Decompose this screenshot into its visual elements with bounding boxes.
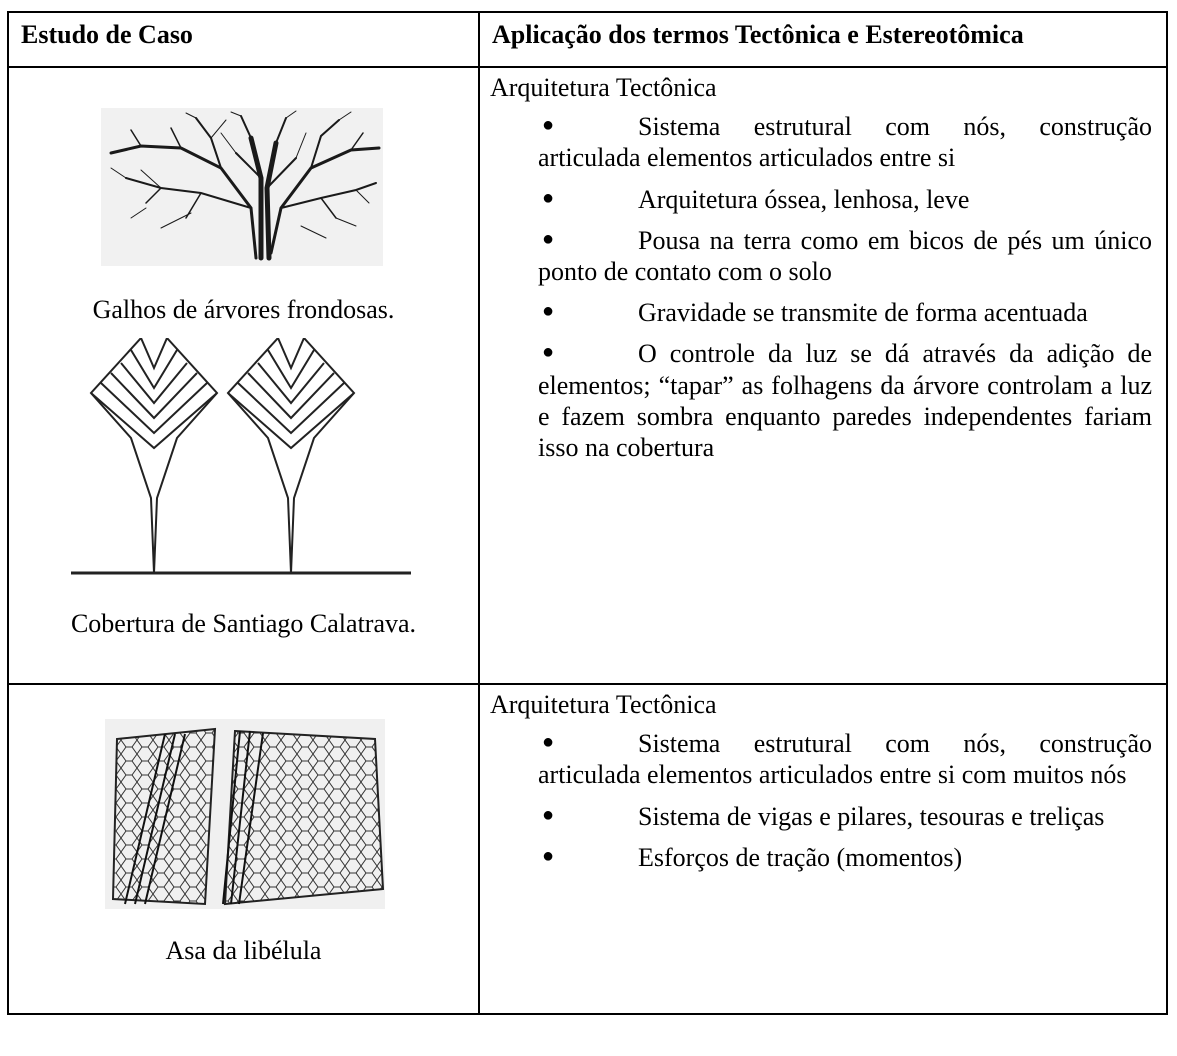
list-item: ●Esforços de tração (momentos) (542, 842, 963, 872)
description-cell: Arquitetura Tectônica ●Sistema estrutura… (478, 683, 1168, 1015)
list-item: ●Gravidade se transmite de forma acentua… (542, 298, 1088, 328)
table-row: Asa da libélula Arquitetura Tectônica ●S… (7, 683, 1168, 1015)
calatrava-roof-illustration (71, 338, 411, 585)
caption-calatrava: Cobertura de Santiago Calatrava. (70, 609, 417, 638)
header-row: Estudo de Caso Aplicação dos termos Tect… (7, 11, 1168, 68)
bullet-icon: ● (542, 300, 555, 323)
case-study-table: Estudo de Caso Aplicação dos termos Tect… (7, 11, 1168, 1015)
list-item: ●Pousa na terra como em bicos de pés um … (538, 225, 1152, 286)
dragonfly-wing-illustration (105, 719, 385, 909)
description-cell: Arquitetura Tectônica ●Sistema estrutura… (478, 66, 1168, 685)
table-row: Galhos de árvores frondosas. Cobertura d… (7, 66, 1168, 685)
caption-tree: Galhos de árvores frondosas. (92, 295, 395, 324)
bullet-icon: ● (542, 731, 555, 754)
list-item: ●Sistema estrutural com nós, construção … (538, 112, 1152, 173)
list-item: ●Arquitetura óssea, lenhosa, leve (542, 184, 970, 214)
bullet-icon: ● (542, 844, 555, 867)
tree-branches-illustration (101, 108, 383, 266)
list-item: ●O controle da luz se dá através da adiç… (538, 339, 1152, 462)
bullet-icon: ● (542, 803, 555, 826)
section-title: Arquitetura Tectônica (490, 73, 717, 102)
case-image-cell: Galhos de árvores frondosas. Cobertura d… (7, 66, 480, 685)
list-item: ●Sistema estrutural com nós, construção … (538, 729, 1152, 790)
header-estudo-de-caso: Estudo de Caso (7, 11, 480, 68)
list-item: ●Sistema de vigas e pilares, tesouras e … (542, 801, 1105, 831)
bullet-icon: ● (542, 227, 555, 250)
bullet-icon: ● (542, 186, 555, 209)
section-title: Arquitetura Tectônica (490, 690, 717, 719)
caption-dragonfly: Asa da libélula (165, 936, 322, 965)
header-aplicacao: Aplicação dos termos Tectônica e Estereo… (478, 11, 1168, 68)
bullet-icon: ● (542, 341, 555, 364)
bullet-icon: ● (542, 114, 555, 137)
case-image-cell: Asa da libélula (7, 683, 480, 1015)
